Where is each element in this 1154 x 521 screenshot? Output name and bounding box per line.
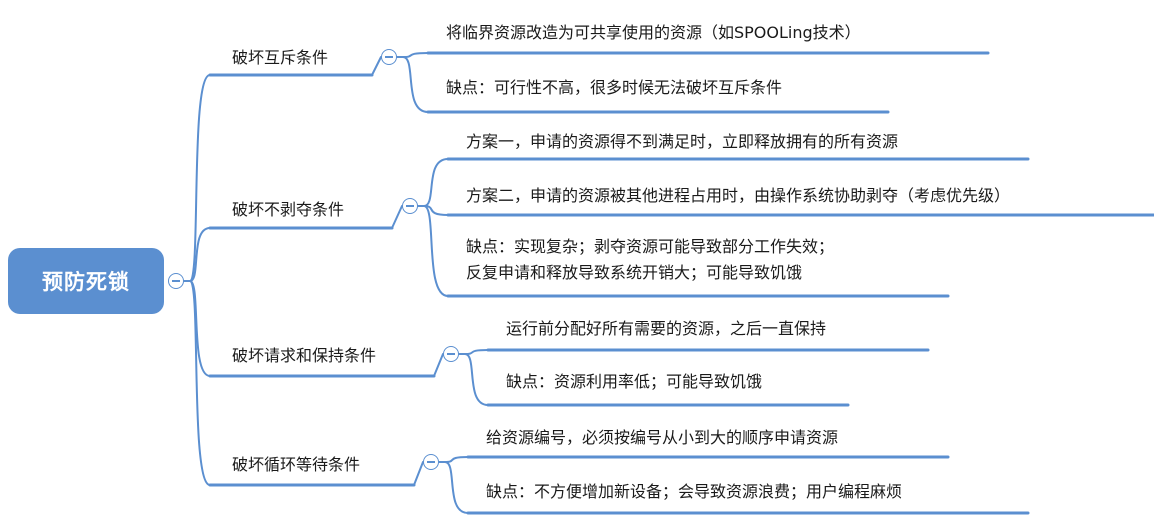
branch-leaf-connector	[423, 158, 449, 207]
leaf-text-line: 方案一，申请的资源得不到满足时，立即释放拥有的所有资源	[466, 132, 899, 151]
leaf-node[interactable]: 给资源编号，必须按编号从小到大的顺序申请资源	[486, 425, 838, 451]
branch-leaf-connector	[423, 205, 449, 297]
branch-leaf-connector	[402, 56, 429, 113]
leaf-text-line: 缺点：可行性不高，很多时候无法破坏互斥条件	[446, 78, 783, 97]
branch-toggle-connector	[391, 205, 403, 229]
branch-toggle-connector	[413, 461, 424, 486]
leaf-text-line: 给资源编号，必须按编号从小到大的顺序申请资源	[486, 428, 839, 447]
branch-leaf-connector	[464, 349, 489, 355]
branch-leaf-connector	[444, 456, 469, 463]
leaf-text-line: 缺点：资源利用率低；可能导致饥饿	[506, 372, 763, 391]
branch-leaf-connector	[444, 461, 469, 514]
root-branch-connector	[189, 74, 211, 282]
branch-node-label[interactable]: 破坏请求和保持条件	[232, 346, 377, 365]
branch-collapse-toggle[interactable]	[381, 49, 397, 65]
leaf-node[interactable]: 方案一，申请的资源得不到满足时，立即释放拥有的所有资源	[466, 129, 898, 155]
leaf-text-line: 运行前分配好所有需要的资源，之后一直保持	[506, 319, 827, 338]
leaf-node[interactable]: 缺点：不方便增加新设备；会导致资源浪费；用户编程麻烦	[486, 479, 902, 505]
root-label: 预防死锁	[42, 270, 130, 294]
leaf-text-line: 方案二，申请的资源被其他进程占用时，由操作系统协助剥夺（考虑优先级）	[466, 186, 1011, 205]
branch-node-label[interactable]: 破坏循环等待条件	[232, 455, 361, 474]
leaf-text-line: 缺点：实现复杂；剥夺资源可能导致部分工作失效；	[466, 237, 835, 256]
leaf-node[interactable]: 缺点：资源利用率低；可能导致饥饿	[506, 369, 762, 395]
leaf-node[interactable]: 缺点：实现复杂；剥夺资源可能导致部分工作失效； 反复申请和释放导致系统开销大；可能…	[466, 234, 834, 286]
branch-leaf-connector	[402, 52, 429, 58]
branch-node-label[interactable]: 破坏互斥条件	[232, 48, 329, 67]
leaf-text-line: 反复申请和释放导致系统开销大；可能导致饥饿	[466, 263, 803, 282]
branch-collapse-toggle[interactable]	[402, 198, 418, 214]
branch-collapse-toggle[interactable]	[443, 346, 459, 362]
leaf-node[interactable]: 缺点：可行性不高，很多时候无法破坏互斥条件	[446, 75, 782, 101]
leaf-node[interactable]: 运行前分配好所有需要的资源，之后一直保持	[506, 316, 826, 342]
branch-toggle-connector	[371, 56, 382, 76]
root-branch-connector	[189, 227, 211, 282]
leaf-text-line: 将临界资源改造为可共享使用的资源（如SPOOLing技术）	[446, 23, 861, 42]
root-node[interactable]: 预防死锁	[8, 248, 164, 314]
leaf-node[interactable]: 方案二，申请的资源被其他进程占用时，由操作系统协助剥夺（考虑优先级）	[466, 183, 1010, 209]
branch-collapse-toggle[interactable]	[423, 454, 439, 470]
branch-node-label[interactable]: 破坏不剥夺条件	[232, 200, 345, 219]
root-collapse-toggle[interactable]	[168, 273, 184, 289]
branch-leaf-connector	[464, 353, 489, 406]
leaf-text-line: 缺点：不方便增加新设备；会导致资源浪费；用户编程麻烦	[486, 482, 903, 501]
leaf-node[interactable]: 将临界资源改造为可共享使用的资源（如SPOOLing技术）	[446, 20, 861, 46]
root-branch-connector	[189, 280, 211, 486]
branch-toggle-connector	[433, 353, 444, 377]
